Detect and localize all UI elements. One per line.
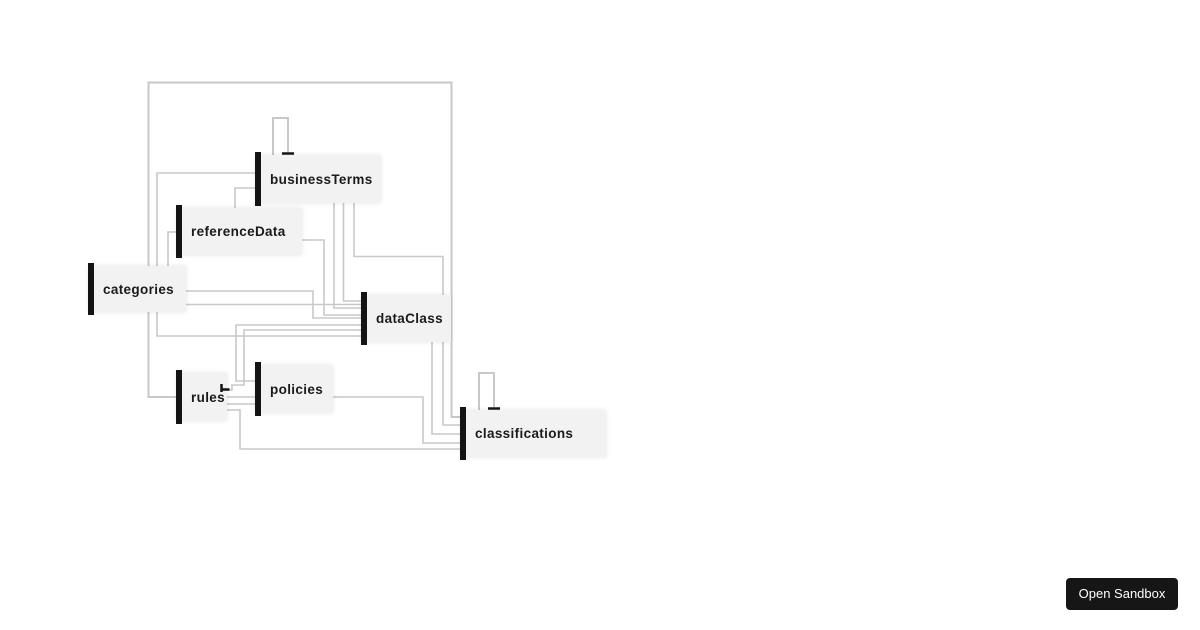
entity-accent-bar <box>176 205 182 258</box>
open-sandbox-button[interactable]: Open Sandbox <box>1066 578 1178 610</box>
connector-classifications-classifications <box>478 372 495 411</box>
connector-policies-classifications <box>333 396 462 444</box>
entity-accent-bar <box>255 152 261 206</box>
entity-accent-bar <box>88 263 94 315</box>
connector-businessTerms-dataClass <box>333 203 363 309</box>
connector-referenceData-dataClass <box>302 239 363 316</box>
entity-accent-bar <box>460 407 466 460</box>
connector-categories-dataClass <box>156 311 363 337</box>
entity-label: businessTerms <box>270 171 373 187</box>
entity-rules[interactable]: rules <box>176 370 227 424</box>
entity-classifications[interactable]: classifications <box>460 407 606 460</box>
entity-referenceData[interactable]: referenceData <box>176 205 302 258</box>
entity-label: categories <box>103 281 175 297</box>
entity-label: dataClass <box>376 311 443 326</box>
entity-label: policies <box>270 381 324 397</box>
connector-rules-classifications <box>227 409 462 450</box>
entity-dataClass[interactable]: dataClass <box>361 292 451 345</box>
entity-categories[interactable]: categories <box>88 263 186 315</box>
entity-businessTerms[interactable]: businessTerms <box>255 152 381 206</box>
entity-label: referenceData <box>191 224 286 239</box>
entity-label: rules <box>191 389 226 405</box>
entity-accent-bar <box>361 292 367 345</box>
entity-accent-bar <box>255 362 261 416</box>
entity-label: classifications <box>475 426 574 441</box>
connector-dataClass-classifications <box>431 342 462 435</box>
entity-policies[interactable]: policies <box>255 362 333 416</box>
connector-categories-dataClass <box>186 290 363 319</box>
connector-businessTerms-dataClass <box>342 203 363 302</box>
connector-referenceData-businessTerms <box>234 187 257 209</box>
entity-accent-bar <box>176 370 182 424</box>
connector-businessTerms-businessTerms <box>272 117 289 156</box>
